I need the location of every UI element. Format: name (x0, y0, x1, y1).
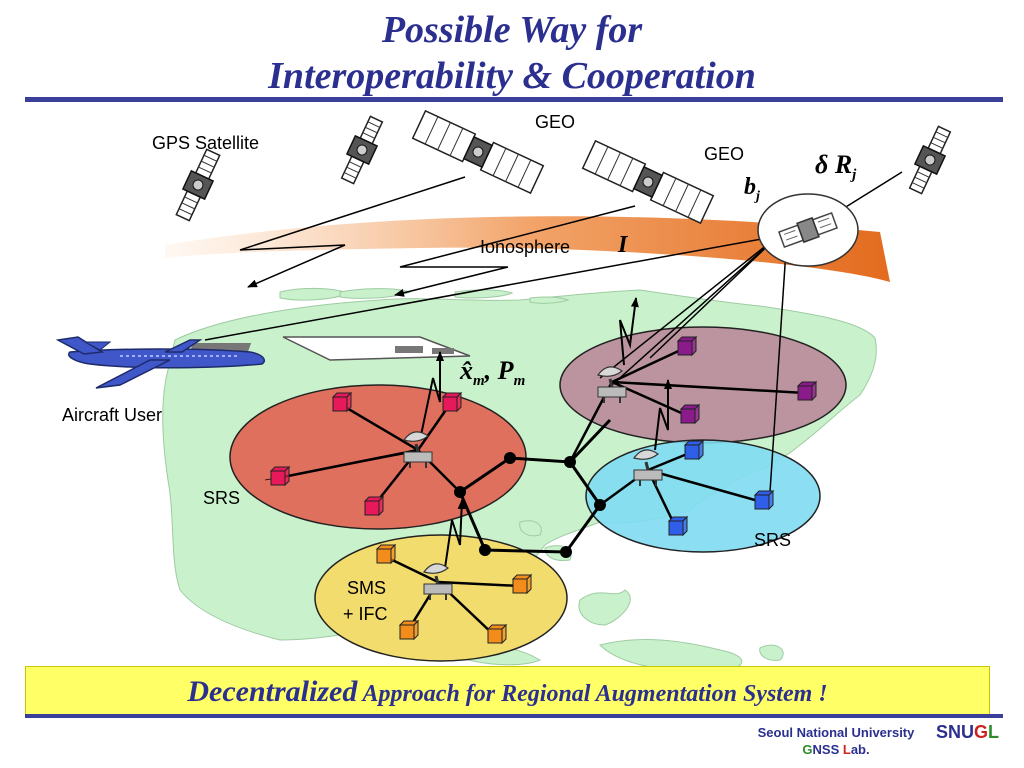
footer-rule (25, 714, 1003, 718)
satellites (175, 109, 952, 225)
label-srs-right: SRS (754, 530, 792, 550)
station-cubes (269, 335, 818, 645)
station-cube (679, 403, 701, 425)
station-cube (796, 380, 818, 402)
ground-antenna-icon (597, 366, 627, 403)
station-cube (753, 489, 775, 511)
footer-university: Seoul National University (757, 725, 915, 740)
geo-satellite-icon (411, 109, 545, 195)
label-geo-right: GEO (704, 144, 745, 164)
label-srs-left: SRS (203, 488, 241, 508)
gps-satellite-icon (175, 148, 221, 222)
title-rule (25, 97, 1003, 102)
gps-satellite-icon (340, 115, 384, 185)
label-ionosphere-symbol: I (618, 232, 628, 258)
label-bias: bj (744, 174, 760, 204)
banner-rest: Approach for Regional Augmentation Syste… (357, 681, 828, 707)
footer-lab: GNSS Lab. (802, 742, 870, 757)
label-delta-r: δ Rj (815, 150, 857, 184)
station-cube (441, 391, 463, 413)
ground-antennas (403, 366, 663, 600)
ionosphere-band (165, 216, 890, 282)
station-cube (331, 391, 353, 413)
snugl-logo: SNUGL (936, 722, 1000, 742)
label-aircraft-user: Aircraft User (62, 405, 163, 425)
station-cube (486, 623, 508, 645)
label-sms-line1: SMS (347, 578, 387, 598)
label-state-covariance: x̂m, Pm (460, 356, 526, 390)
banner: Decentralized Approach for Regional Augm… (25, 666, 990, 718)
label-sms-line2: + IFC (343, 604, 388, 624)
label-geo-top: GEO (535, 112, 576, 132)
page-title-line1: Possible Way for (381, 9, 643, 51)
station-cube (269, 465, 291, 487)
station-links (277, 346, 806, 637)
page-title-line2: Interoperability & Cooperation (268, 55, 756, 97)
aircraft-icon (55, 336, 266, 389)
station-cube (398, 619, 420, 641)
satellite-icon (777, 211, 839, 249)
ground-antenna-icon (403, 431, 433, 468)
station-cube (683, 439, 705, 461)
gps-satellite-icon (908, 125, 952, 195)
station-cube (375, 543, 397, 565)
label-gps-satellite: GPS Satellite (152, 133, 260, 153)
ground-antenna-icon (423, 563, 453, 600)
station-cube (511, 573, 533, 595)
ground-antenna-icon (633, 449, 663, 486)
label-ionosphere: Ionosphere (480, 237, 571, 257)
banner-strong: Decentralized (187, 675, 358, 708)
station-cube (667, 515, 689, 537)
geo-satellite-icon (581, 139, 715, 225)
uplink-arrows (419, 297, 672, 569)
footer-credit: Seoul National University GNSS Lab. (740, 724, 932, 758)
station-cube (363, 495, 385, 517)
srs-right-region (585, 439, 821, 553)
station-cube (676, 335, 698, 357)
